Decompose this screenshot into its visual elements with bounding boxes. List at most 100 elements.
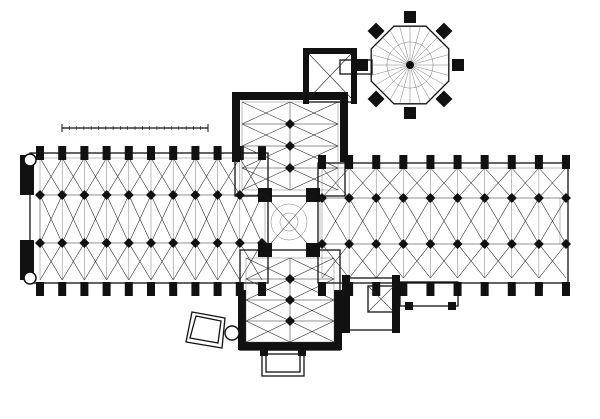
buttress	[102, 282, 111, 296]
pier	[561, 193, 571, 203]
pier	[344, 193, 355, 203]
chapter-house	[356, 11, 464, 119]
pier	[533, 239, 544, 249]
pier	[285, 141, 295, 151]
buttress	[147, 282, 155, 296]
buttress	[372, 155, 381, 169]
buttress	[147, 146, 155, 160]
pier	[285, 316, 295, 326]
pier	[506, 193, 517, 203]
buttress	[169, 282, 178, 296]
buttress	[507, 155, 516, 169]
pier	[506, 239, 517, 249]
buttress	[213, 146, 222, 160]
buttress	[318, 282, 326, 296]
buttress	[213, 282, 222, 296]
pier	[79, 190, 90, 200]
buttress	[562, 282, 570, 296]
buttress	[258, 282, 266, 296]
buttress	[124, 146, 133, 160]
pier	[101, 238, 112, 248]
pier	[57, 238, 68, 248]
west-towers	[20, 153, 37, 285]
pier	[344, 239, 355, 249]
buttress	[507, 282, 516, 296]
pier	[285, 119, 295, 129]
south-west-chapel	[185, 311, 240, 349]
buttress	[372, 282, 381, 296]
buttress	[399, 155, 408, 169]
pier	[212, 238, 223, 248]
buttress	[534, 155, 543, 169]
buttress	[80, 282, 89, 296]
pier	[123, 190, 134, 200]
pier	[168, 238, 179, 248]
buttress	[404, 11, 416, 23]
pier	[425, 193, 436, 203]
nave	[29, 146, 269, 296]
pier	[146, 238, 156, 248]
pier	[123, 238, 134, 248]
buttress	[453, 155, 462, 169]
buttress	[345, 155, 354, 169]
buttress	[399, 282, 408, 296]
pier	[425, 239, 436, 249]
pier	[371, 239, 382, 249]
buttress	[258, 146, 266, 160]
scale-bar	[61, 124, 209, 132]
south-transept	[238, 249, 342, 351]
pier	[234, 190, 245, 200]
pier	[146, 190, 156, 200]
buttress	[534, 282, 543, 296]
pier	[452, 239, 463, 249]
pier	[561, 239, 571, 249]
pier	[479, 193, 490, 203]
pier	[371, 193, 382, 203]
buttress	[80, 146, 89, 160]
pier	[57, 190, 68, 200]
buttress	[426, 155, 435, 169]
pier	[398, 239, 409, 249]
pier	[168, 190, 179, 200]
pier	[212, 190, 223, 200]
buttress	[36, 146, 44, 160]
buttress	[58, 282, 67, 296]
pier	[101, 190, 112, 200]
buttress	[356, 59, 368, 71]
pier	[190, 238, 201, 248]
buttress	[426, 282, 435, 296]
buttress	[435, 90, 453, 108]
pier	[285, 163, 295, 173]
south-porch	[260, 346, 306, 377]
buttress	[124, 282, 133, 296]
pier	[35, 190, 45, 200]
north-transept	[232, 92, 348, 197]
buttress	[191, 146, 200, 160]
buttress	[36, 282, 44, 296]
pier	[234, 238, 245, 248]
buttress	[480, 155, 489, 169]
pier	[452, 193, 463, 203]
pier	[285, 274, 295, 284]
buttress	[169, 146, 178, 160]
buttress	[480, 282, 489, 296]
buttress	[404, 107, 416, 119]
buttress	[318, 155, 326, 169]
pier	[79, 238, 90, 248]
buttress	[102, 146, 111, 160]
buttress	[191, 282, 200, 296]
buttress	[562, 155, 570, 169]
buttress	[452, 59, 464, 71]
pier	[190, 190, 201, 200]
pier	[533, 193, 544, 203]
pier	[317, 193, 327, 203]
pier	[479, 239, 490, 249]
buttress	[367, 90, 385, 108]
pier	[285, 295, 295, 305]
south-choir-chapels	[342, 275, 459, 333]
pier	[35, 238, 45, 248]
buttress	[58, 146, 67, 160]
pier	[398, 193, 409, 203]
nave-floor	[30, 153, 268, 283]
